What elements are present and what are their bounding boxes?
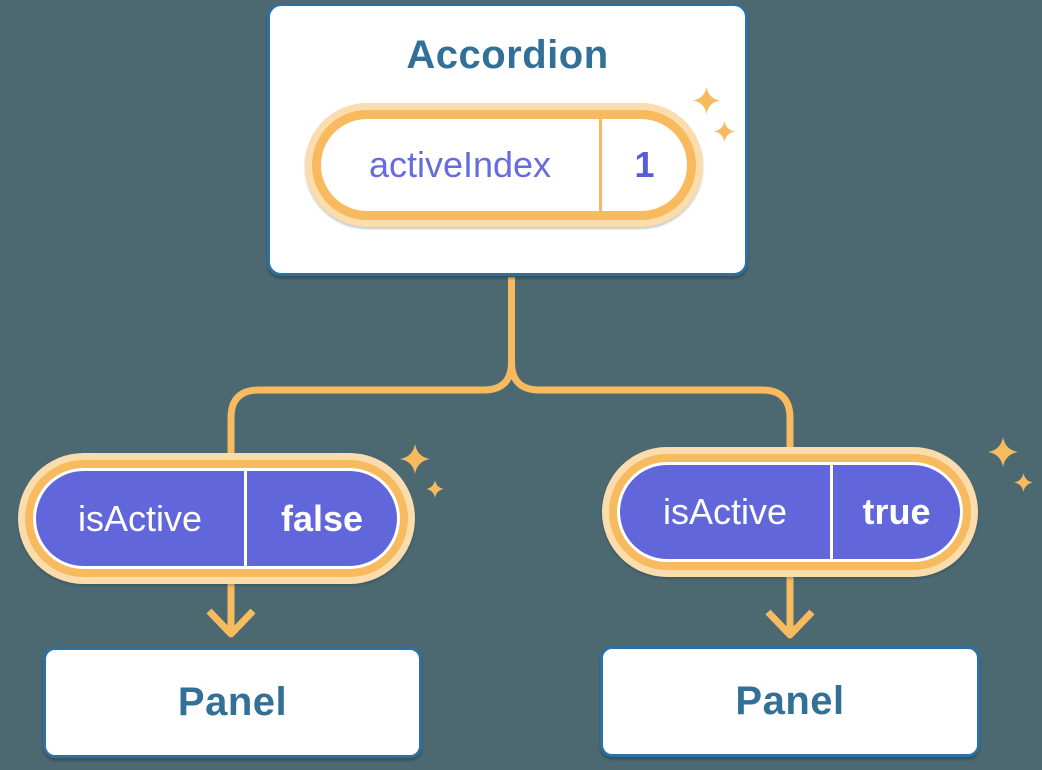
panel-title: Panel <box>735 679 845 723</box>
state-pill-value: 1 <box>634 144 655 185</box>
pill-divider <box>244 471 247 566</box>
sparkle-icon <box>693 87 720 114</box>
pill-divider <box>599 119 602 211</box>
sparkle-icon <box>1014 473 1033 492</box>
prop-pill-ring: isActive true <box>609 454 971 570</box>
prop-pill-isactive-right: isActive true <box>602 447 978 577</box>
prop-pill-ring: isActive false <box>25 460 408 577</box>
accordion-title: Accordion <box>406 33 609 77</box>
sparkle-icon <box>426 480 444 498</box>
sparkle-icon <box>988 437 1018 467</box>
panel-card-left: Panel <box>43 647 422 758</box>
state-pill-ring: activeIndex 1 <box>312 110 696 220</box>
sparkle-icon <box>400 444 430 474</box>
state-pill-activeindex: activeIndex 1 <box>305 103 703 227</box>
connector-right-branch <box>508 361 794 631</box>
arrowhead-right <box>765 609 815 639</box>
prop-pill-value: false <box>280 497 364 539</box>
prop-pill-label: isActive <box>77 497 203 539</box>
state-pill-label: activeIndex <box>368 144 552 185</box>
panel-card-right: Panel <box>600 646 980 757</box>
arrowhead-left <box>206 608 256 638</box>
sparkle-icon <box>714 121 735 142</box>
pill-divider <box>830 465 833 559</box>
prop-pill-label: isActive <box>662 491 788 532</box>
panel-title: Panel <box>177 680 288 724</box>
prop-pill-isactive-left: isActive false <box>18 453 415 584</box>
prop-pill-value: true <box>862 491 931 532</box>
